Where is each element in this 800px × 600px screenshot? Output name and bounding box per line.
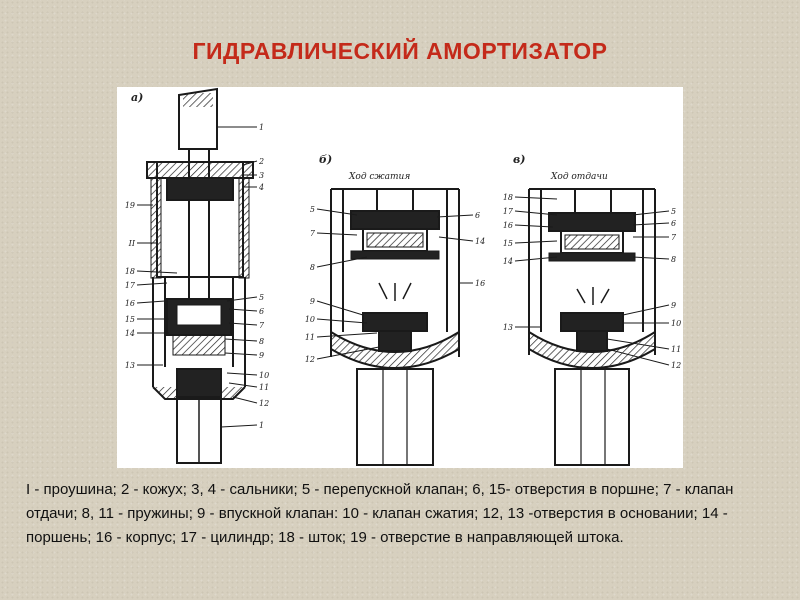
callout-label: 5 bbox=[310, 205, 315, 214]
callout-label: 7 bbox=[259, 321, 265, 330]
callout-label: 18 bbox=[125, 267, 135, 276]
callout-label: 6 bbox=[475, 211, 480, 220]
callout-label: 7 bbox=[671, 233, 677, 242]
callout-label: 2 bbox=[258, 157, 264, 166]
callout-label: 9 bbox=[310, 297, 315, 306]
callout-label: 11 bbox=[305, 333, 315, 342]
callout-label: 9 bbox=[671, 301, 676, 310]
callout-label: 17 bbox=[503, 207, 514, 216]
panel-b-tag: б) bbox=[319, 153, 332, 166]
callout-label: 14 bbox=[475, 237, 485, 246]
shock-absorber-diagram: а) bbox=[117, 87, 683, 468]
callout-label: 12 bbox=[259, 399, 269, 408]
callout-label: 1 bbox=[259, 421, 264, 430]
callout-label: 11 bbox=[259, 383, 269, 392]
panel-b-labels-right: 6 14 16 bbox=[475, 211, 485, 288]
callout-label: 10 bbox=[671, 319, 681, 328]
callout-label: 8 bbox=[671, 255, 676, 264]
callout-label: 7 bbox=[310, 229, 316, 238]
panel-c-labels-left: 18 17 16 15 14 13 bbox=[503, 193, 514, 332]
callout-label: 12 bbox=[305, 355, 315, 364]
panel-b-heading: Ход сжатия bbox=[348, 172, 410, 182]
callout-label: 10 bbox=[259, 371, 269, 380]
callout-label: 16 bbox=[475, 279, 485, 288]
callout-label: 13 bbox=[503, 323, 513, 332]
callout-label: 8 bbox=[259, 337, 264, 346]
callout-label: 4 bbox=[258, 183, 264, 192]
panel-c-heading: Ход отдачи bbox=[550, 172, 608, 182]
panel-a-labels-right: 1 2 3 4 5 6 7 8 9 10 11 12 1 bbox=[258, 123, 269, 430]
callout-label: 17 bbox=[125, 281, 136, 290]
callout-label: 8 bbox=[310, 263, 315, 272]
callout-label: 6 bbox=[671, 219, 676, 228]
callout-label: 16 bbox=[125, 299, 135, 308]
callout-label: 5 bbox=[671, 207, 676, 216]
panel-b-labels-left: 5 7 8 9 10 11 12 bbox=[305, 205, 316, 364]
callout-label: 9 bbox=[259, 351, 264, 360]
panel-a-tag: а) bbox=[131, 91, 143, 104]
callout-label: 5 bbox=[259, 293, 264, 302]
callout-label: 6 bbox=[259, 307, 264, 316]
callout-label: 15 bbox=[503, 239, 513, 248]
callout-label: II bbox=[128, 239, 136, 248]
panel-a-labels-left: 19 II 18 17 16 15 14 13 bbox=[125, 201, 136, 370]
callout-label: 12 bbox=[671, 361, 681, 370]
callout-label: 19 bbox=[125, 201, 135, 210]
callout-label: 13 bbox=[125, 361, 135, 370]
panel-c-labels-right: 5 6 7 8 9 10 11 12 bbox=[671, 207, 681, 370]
panel-c-tag: в) bbox=[513, 153, 525, 166]
callout-label: 10 bbox=[305, 315, 315, 324]
panel-a: а) bbox=[131, 87, 258, 464]
callout-label: 1 bbox=[259, 123, 264, 132]
callout-label: 3 bbox=[259, 171, 264, 180]
callout-label: 16 bbox=[503, 221, 513, 230]
callout-label: 18 bbox=[503, 193, 513, 202]
callout-label: 11 bbox=[671, 345, 681, 354]
callout-label: 14 bbox=[125, 329, 135, 338]
slide-title: ГИДРАВЛИЧЕСКИЙ АМОРТИЗАТОР bbox=[192, 38, 608, 64]
panel-c: в) Ход отдачи bbox=[513, 153, 670, 466]
panel-b: б) Ход сжатия bbox=[316, 153, 474, 466]
callout-label: 14 bbox=[503, 257, 513, 266]
callout-label: 15 bbox=[125, 315, 135, 324]
legend-caption: I - проушина; 2 - кожух; 3, 4 - сальники… bbox=[26, 481, 734, 546]
